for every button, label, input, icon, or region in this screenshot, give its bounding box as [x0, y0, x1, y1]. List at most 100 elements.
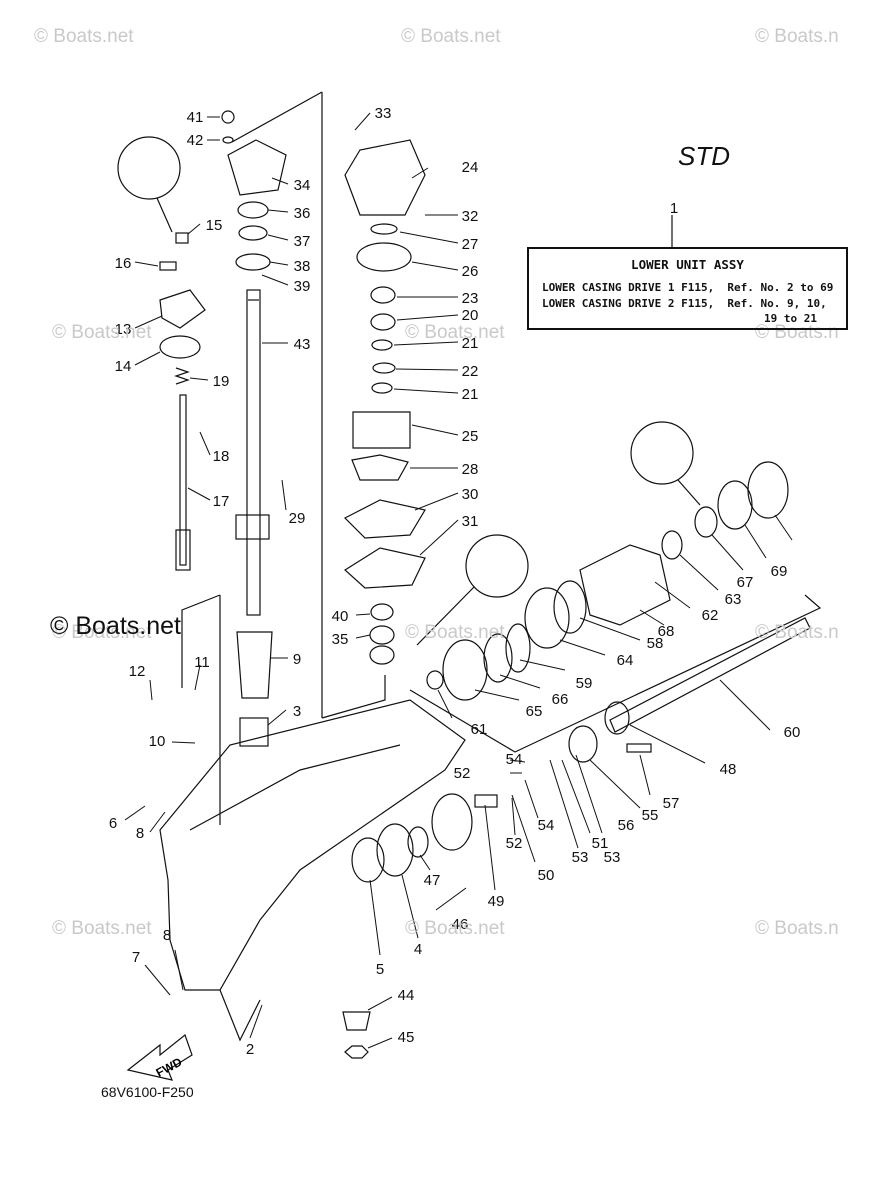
part-label: 13 [115, 321, 132, 338]
part-label: 65 [526, 703, 543, 720]
detail-circle-key-b [630, 421, 694, 485]
detail-circle-shift-rod [117, 136, 181, 200]
callout-line: 19 to 21 [764, 312, 817, 325]
assembly-frame-line [181, 594, 221, 688]
part-label: 11 [194, 654, 210, 671]
part-36-bearing [237, 201, 269, 219]
part-label: 45 [398, 1029, 415, 1046]
part-label: 57 [663, 795, 680, 812]
part-label: 18 [213, 448, 230, 465]
shift-rod-lower [175, 529, 191, 571]
part-label: 12 [129, 663, 146, 680]
watermark: © Boats.n [755, 918, 839, 939]
part-59-bearing [524, 587, 570, 649]
part-21-washer [371, 339, 393, 351]
part-35-seal-b [369, 645, 395, 665]
fwd-label: FWD [154, 1055, 185, 1080]
part-label: 29 [289, 510, 306, 527]
part-label: 53 [604, 849, 621, 866]
part-label: 61 [471, 721, 488, 738]
watermark: © Boats.net [52, 622, 152, 643]
diagram-part-number: 68V6100-F250 [101, 1084, 194, 1100]
part-label: 8 [136, 825, 144, 842]
part-9-sleeve [236, 631, 273, 699]
part-69-ring-nut [747, 461, 789, 519]
part-label: 50 [538, 867, 555, 884]
part-66-washer [426, 670, 444, 690]
part-label: 25 [462, 428, 479, 445]
part-label: 52 [506, 835, 523, 852]
part-63-seal [694, 506, 718, 538]
part-2-lower-casing [159, 699, 466, 991]
part-label: 59 [576, 675, 593, 692]
part-label: 16 [115, 255, 132, 272]
part-label: 6 [109, 815, 117, 832]
part-22-spacer [372, 362, 396, 374]
part-42-washer [222, 136, 234, 144]
leader-lines [124, 112, 793, 1049]
watermark: © Boats.n [755, 322, 839, 343]
part-45-nut [344, 1045, 369, 1059]
part-48-prop-shaft [609, 617, 811, 733]
part-label: 17 [213, 493, 230, 510]
fwd-text-wrap: FWD [154, 1055, 185, 1080]
part-4-bearing [376, 823, 414, 877]
part-62-bearing [661, 530, 683, 560]
watermark: © Boats.net [34, 26, 134, 47]
assembly-callout-box: LOWER UNIT ASSY LOWER CASING DRIVE 1 F11… [527, 247, 848, 330]
part-label: 39 [294, 278, 311, 295]
part-label: 53 [572, 849, 589, 866]
part-label: 56 [618, 817, 635, 834]
watermark-main: © Boats.net [50, 612, 181, 640]
assembly-frame-line [231, 91, 323, 143]
part-37-washer [238, 225, 268, 241]
part-23-sleeve [370, 286, 396, 304]
part-25-impeller-cup [352, 411, 411, 449]
detail-leader [156, 197, 173, 233]
part-30-plate [343, 499, 426, 539]
part-49-slider [474, 794, 498, 808]
part-13-cam [159, 289, 206, 329]
part-15-cap [175, 232, 189, 244]
part-number-labels: 4142343637383943332432272623202122212528… [109, 105, 801, 1058]
part-label: 41 [187, 109, 204, 126]
part-60-gear [442, 639, 488, 701]
part-26-gasket [356, 242, 412, 272]
part-label: 37 [294, 233, 311, 250]
part-16-bolt [159, 261, 177, 271]
part-55-pin [626, 743, 652, 753]
part-label: 38 [294, 258, 311, 275]
part-28-impeller [351, 454, 409, 481]
part-label: 26 [462, 263, 479, 280]
part-19-spring [174, 367, 190, 385]
callout-ref-number: 1 [670, 200, 678, 217]
part-label: 40 [332, 608, 349, 625]
part-label: 31 [462, 513, 479, 530]
part-label: 52 [454, 765, 471, 782]
watermark: © Boats.net [405, 622, 505, 643]
part-3-bushing [239, 717, 269, 747]
assembly-frame-line [409, 594, 822, 753]
casing-inner-edge [189, 744, 401, 831]
callout-ref-label: 1 [670, 200, 678, 217]
detail-leader [677, 479, 701, 506]
part-label: 64 [617, 652, 634, 669]
part-label: 46 [452, 916, 469, 933]
part-38-seal [235, 253, 271, 271]
part-label: 58 [647, 635, 664, 652]
part-label: 3 [293, 703, 301, 720]
part-label: 27 [462, 236, 479, 253]
part-label: 44 [398, 987, 415, 1004]
part-label: 7 [132, 949, 140, 966]
part-label: 5 [376, 961, 384, 978]
part-46-gear [431, 793, 473, 851]
callout-line: LOWER CASING DRIVE 2 F115, Ref. No. 9, 1… [542, 297, 827, 310]
watermark: © Boats.net [405, 322, 505, 343]
part-label: 10 [149, 733, 166, 750]
part-label: 51 [592, 835, 609, 852]
part-label: 14 [115, 358, 132, 375]
std-label: STD [678, 141, 730, 171]
detail-circle-key-a [465, 534, 529, 598]
part-27-oring [370, 223, 398, 235]
